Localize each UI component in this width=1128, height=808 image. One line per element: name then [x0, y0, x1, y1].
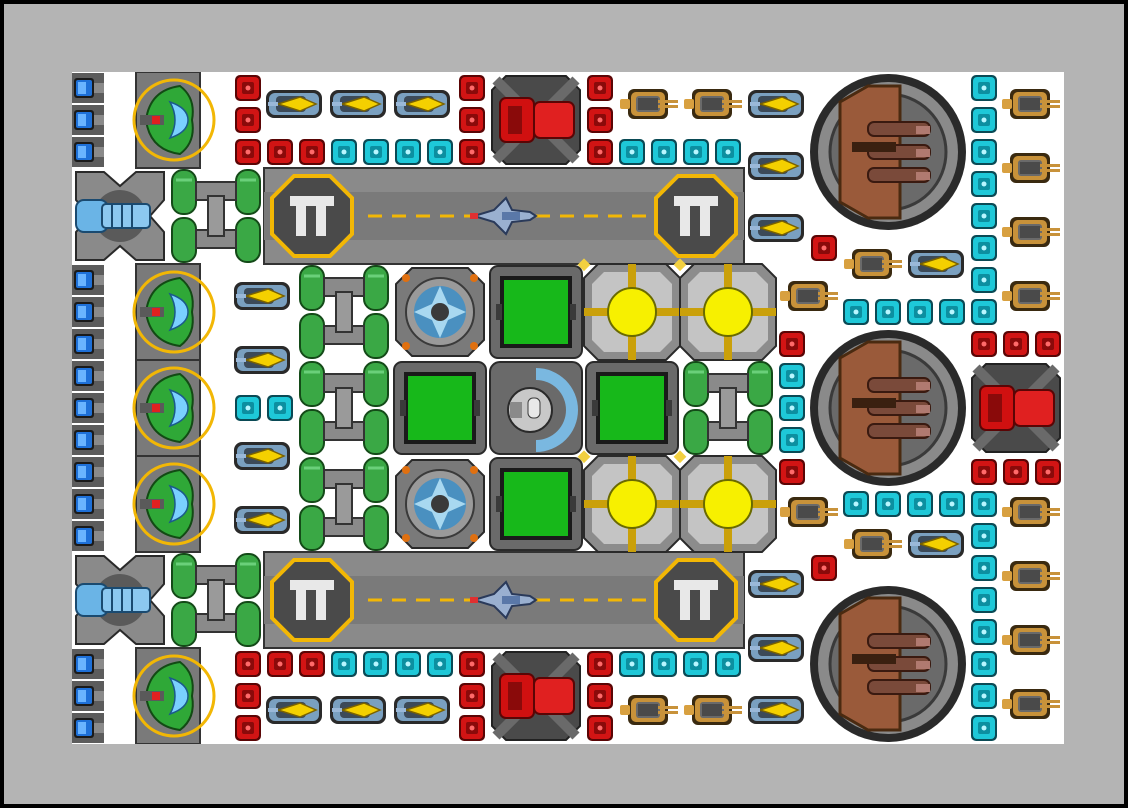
red-turret[interactable] [492, 76, 580, 164]
fuel-tank-cluster[interactable] [298, 456, 390, 552]
ship-deck[interactable] [72, 72, 1064, 744]
core-section[interactable] [233, 257, 805, 553]
hangar-top[interactable] [263, 167, 745, 265]
thruster-module[interactable] [132, 72, 216, 170]
power-core[interactable] [576, 449, 681, 553]
power-core[interactable] [576, 257, 681, 361]
red-turret[interactable] [972, 364, 1060, 452]
fuel-tank-cluster[interactable] [298, 360, 390, 456]
hangar-pad-icon [270, 174, 354, 258]
thruster-module[interactable] [132, 262, 216, 362]
gyroscope[interactable] [395, 459, 485, 549]
thruster-module[interactable] [132, 358, 216, 458]
power-core[interactable] [672, 449, 777, 553]
heavy-cannon[interactable] [808, 328, 968, 488]
power-core[interactable] [672, 257, 777, 361]
thruster-module[interactable] [132, 646, 216, 744]
red-turret[interactable] [492, 652, 580, 740]
fuel-tank-cluster[interactable] [298, 264, 390, 360]
ion-engine-top[interactable] [75, 171, 165, 261]
hangar-pad-icon [654, 174, 738, 258]
shield-generator[interactable] [585, 361, 679, 455]
heavy-cannon[interactable] [808, 584, 968, 744]
hangar-pad-icon [654, 558, 738, 642]
ion-engine-bottom[interactable] [75, 555, 165, 645]
hangar-bottom[interactable] [263, 551, 745, 649]
shield-generator[interactable] [393, 361, 487, 455]
shield-generator[interactable] [489, 265, 583, 359]
cockpit[interactable] [489, 361, 583, 455]
shield-generator[interactable] [489, 457, 583, 551]
gyroscope[interactable] [395, 267, 485, 357]
heavy-cannon[interactable] [808, 72, 968, 232]
fuel-tank-cluster[interactable] [170, 552, 262, 648]
fuel-tank-cluster[interactable] [682, 360, 774, 456]
right-weapon-section[interactable] [780, 72, 1061, 744]
thruster-module[interactable] [132, 454, 216, 554]
fuel-tank-cluster[interactable] [170, 168, 262, 264]
hangar-pad-icon [270, 558, 354, 642]
ship-layout[interactable] [72, 72, 1064, 744]
